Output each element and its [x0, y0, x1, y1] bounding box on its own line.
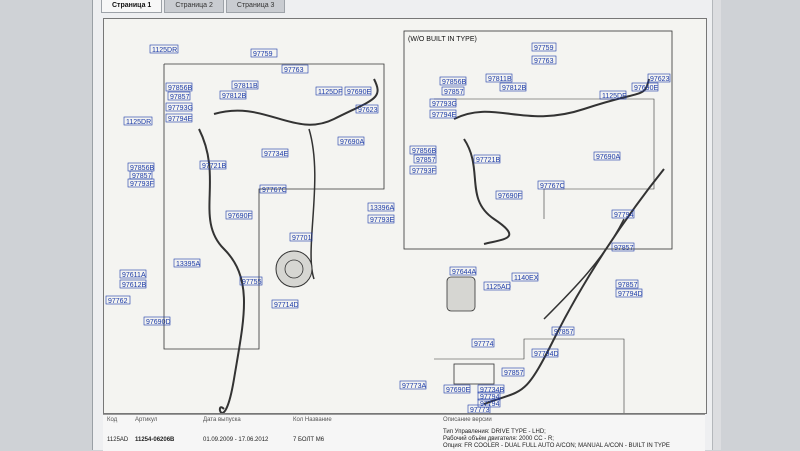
part-label[interactable]: 97714D	[274, 302, 299, 309]
part-label[interactable]: 1125DF	[318, 89, 342, 96]
part-label[interactable]: 97794E	[168, 116, 192, 123]
part-label[interactable]: 97811B	[234, 83, 258, 90]
part-label[interactable]: 97774	[474, 341, 494, 348]
part-label[interactable]: 97690E	[347, 89, 371, 96]
part-label[interactable]: 1140EX	[514, 275, 539, 282]
part-label[interactable]: 97857	[554, 329, 574, 336]
part-label[interactable]: 13395A	[176, 261, 200, 268]
part-label[interactable]: 97763	[534, 58, 554, 65]
part-label[interactable]: 97767C	[262, 187, 287, 194]
part-label[interactable]: 97612B	[122, 282, 146, 289]
part-label[interactable]: 97856B	[168, 85, 192, 92]
col-header-code: Код	[107, 417, 118, 423]
col-header-version: Описание версии	[443, 417, 492, 423]
part-label[interactable]: 97857	[614, 245, 634, 252]
part-label[interactable]: 97690F	[228, 213, 252, 220]
part-label[interactable]: 97856B	[442, 79, 466, 86]
spec-line: Опция: FR COOLER - DUAL FULL AUTO A/CON;…	[443, 443, 670, 449]
part-label[interactable]: 1125DR	[126, 119, 151, 126]
part-label[interactable]: 97857	[416, 157, 436, 164]
parts-catalog-window: Страница 1 Страница 2 Страница 3	[92, 0, 721, 451]
part-label[interactable]: 97762	[108, 298, 128, 305]
part-label[interactable]: 97856B	[130, 165, 154, 172]
part-label[interactable]: 97812B	[222, 93, 246, 100]
part-label[interactable]: 97794	[480, 401, 500, 408]
part-label[interactable]: 97793F	[130, 181, 154, 188]
part-label[interactable]: 97763	[284, 67, 304, 74]
part-label[interactable]: 97721B	[476, 157, 500, 164]
left-part-labels: 1125DR 97759 97763 97856B 97857 97811B 9…	[105, 44, 394, 326]
part-label[interactable]: 97690D	[146, 319, 171, 326]
part-label[interactable]: 97759	[534, 45, 554, 52]
part-label[interactable]: 97690A	[596, 154, 620, 161]
part-label[interactable]: 97794D	[618, 291, 643, 298]
part-label[interactable]: 97721B	[202, 163, 226, 170]
part-label[interactable]: 97644A	[452, 269, 476, 276]
part-label[interactable]: 97759	[253, 51, 273, 58]
spec-line: Тип Управления: DRIVE TYPE - LHD;	[443, 429, 546, 435]
part-label[interactable]: 97734B	[480, 387, 504, 394]
row-date: 01.09.2009 - 17.06.2012	[203, 437, 269, 443]
part-label[interactable]: 97812B	[502, 85, 526, 92]
part-label[interactable]: 97773	[470, 407, 490, 413]
section-label: (W/O BUILT IN TYPE)	[408, 36, 477, 43]
part-label[interactable]: 13396A	[370, 205, 394, 212]
part-label[interactable]: 97793G	[432, 101, 457, 108]
part-label[interactable]: 97690E	[634, 85, 658, 92]
part-label[interactable]: 1125AD	[486, 284, 511, 291]
part-label[interactable]: 97794	[614, 212, 634, 219]
part-label[interactable]: 97857	[618, 282, 638, 289]
part-label[interactable]: 97773A	[402, 383, 426, 390]
page-tabs: Страница 1 Страница 2 Страница 3	[101, 0, 286, 14]
part-label[interactable]: 97857	[504, 370, 524, 377]
col-header-qty-name: Кол Название	[293, 417, 332, 423]
part-label[interactable]: 97794D	[534, 351, 559, 358]
row-article[interactable]: 11254-06206B	[135, 437, 175, 443]
parts-info-footer: Код Артикул Дата выпуска Кол Название Оп…	[103, 414, 705, 451]
part-label[interactable]: 97611A	[122, 272, 146, 279]
part-label[interactable]: 97793G	[168, 105, 193, 112]
tab-page-3[interactable]: Страница 3	[225, 0, 286, 13]
part-label[interactable]: 97857	[170, 94, 190, 101]
part-label[interactable]: 97623	[650, 76, 670, 83]
col-header-date: Дата выпуска	[203, 417, 241, 423]
row-qty-name: 7 БОЛТ М6	[293, 437, 325, 443]
part-label[interactable]: 97755	[242, 279, 262, 286]
spec-line: Рабочий объём двигателя: 2000 CC - R;	[443, 436, 554, 442]
part-label[interactable]: 97794	[480, 394, 500, 401]
part-label[interactable]: 1125DF	[602, 93, 626, 100]
part-label[interactable]: 97690A	[340, 139, 364, 146]
part-label[interactable]: 97794E	[432, 112, 456, 119]
part-label[interactable]: 1125DR	[152, 47, 177, 54]
part-label[interactable]: 97793F	[412, 168, 436, 175]
part-label[interactable]: 97734E	[264, 151, 288, 158]
vertical-scrollbar[interactable]	[712, 0, 721, 450]
part-label[interactable]: 97856B	[412, 148, 436, 155]
row-code[interactable]: 1125AD	[107, 437, 129, 443]
part-label[interactable]: 97811B	[488, 76, 512, 83]
parts-diagram: 1125DR 97759 97763 97856B 97857 97811B 9…	[103, 18, 707, 414]
tab-page-1[interactable]: Страница 1	[101, 0, 163, 13]
part-label[interactable]: 97857	[132, 173, 152, 180]
part-label[interactable]: 97701	[292, 235, 312, 242]
tab-page-2[interactable]: Страница 2	[164, 0, 224, 13]
part-label[interactable]: 97793E	[370, 217, 394, 224]
part-label[interactable]: 97690F	[498, 193, 522, 200]
part-label[interactable]: 97767C	[540, 183, 565, 190]
right-part-labels: 97759 97763 97856B 97811B 97812B 97857 9…	[399, 42, 671, 413]
part-label[interactable]: 97623	[358, 107, 378, 114]
diagram-svg: 1125DR 97759 97763 97856B 97857 97811B 9…	[105, 30, 673, 413]
part-label[interactable]: 97857	[444, 89, 464, 96]
col-header-article: Артикул	[135, 417, 158, 423]
part-label[interactable]: 97690E	[446, 387, 470, 394]
